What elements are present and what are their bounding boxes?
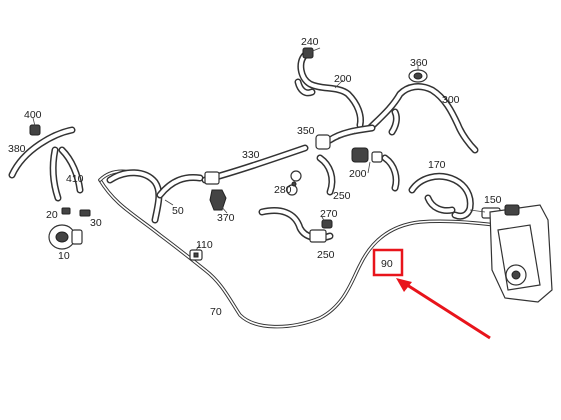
connector-370 xyxy=(209,189,227,211)
fitting-270 xyxy=(321,219,333,229)
hose-380 xyxy=(8,126,76,179)
label-110: 110 xyxy=(196,239,213,251)
hose-200-right xyxy=(381,154,400,192)
label-250-low: 250 xyxy=(317,249,335,261)
clamp-360 xyxy=(408,69,428,83)
fitting-400 xyxy=(29,124,41,136)
hose-410 xyxy=(49,146,84,202)
highlight-arrow-shaft xyxy=(403,281,491,340)
highlight-arrow-head xyxy=(396,278,412,292)
label-10: 10 xyxy=(58,250,70,262)
label-330: 330 xyxy=(242,149,260,161)
hose-300 xyxy=(366,83,479,154)
label-250-mid: 250 xyxy=(333,190,351,202)
label-370: 370 xyxy=(217,212,235,224)
label-200-mid: 200 xyxy=(349,168,367,180)
pump-10 xyxy=(48,224,83,250)
label-350: 350 xyxy=(297,125,315,137)
label-380: 380 xyxy=(8,143,26,155)
hose-250-upper xyxy=(316,154,336,196)
label-20: 20 xyxy=(46,209,58,221)
label-170: 170 xyxy=(428,159,446,171)
hose-350 xyxy=(315,124,376,150)
connector-200-mid xyxy=(351,147,383,163)
leader-lines xyxy=(32,47,486,251)
label-150: 150 xyxy=(484,194,502,206)
label-360: 360 xyxy=(410,57,428,69)
highlight-box xyxy=(372,248,404,277)
label-50: 50 xyxy=(172,205,184,217)
pipe-70 xyxy=(98,169,497,329)
bolt-30 xyxy=(79,209,91,217)
highlight-90 xyxy=(372,248,491,340)
hose-330 xyxy=(201,144,309,185)
label-410: 410 xyxy=(66,173,84,185)
hose-200-top xyxy=(294,47,364,129)
label-70: 70 xyxy=(210,306,222,318)
expansion-tank xyxy=(489,204,553,303)
hose-50 xyxy=(106,169,204,224)
label-270: 270 xyxy=(320,208,338,220)
label-30: 30 xyxy=(90,217,102,229)
label-90: 90 xyxy=(381,258,393,270)
label-300: 300 xyxy=(442,94,460,106)
hose-170 xyxy=(408,172,474,220)
label-280: 280 xyxy=(274,184,292,196)
label-240: 240 xyxy=(301,36,319,48)
label-400: 400 xyxy=(24,109,42,121)
label-200-top: 200 xyxy=(334,73,352,85)
fitting-280 xyxy=(286,170,302,196)
bolt-20 xyxy=(61,207,71,215)
clip-110 xyxy=(189,249,203,261)
hose-250-lower xyxy=(258,207,334,243)
